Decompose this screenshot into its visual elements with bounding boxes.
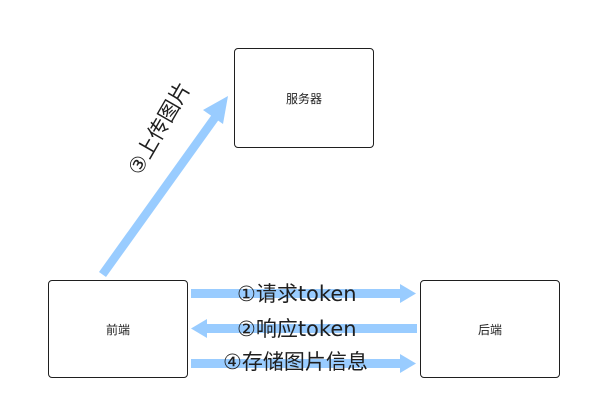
arrow-response — [191, 319, 417, 338]
node-server: 服务器 — [234, 48, 374, 148]
edge-response-label: ②响应token — [237, 317, 357, 341]
arrow-request — [191, 284, 416, 303]
arrow-store — [191, 354, 416, 373]
node-backend-label: 后端 — [477, 322, 502, 337]
edge-request-label: ①请求token — [237, 282, 357, 306]
arrow-upload — [99, 96, 228, 277]
edge-store-label: ④存储图片信息 — [223, 350, 368, 374]
node-frontend-label: 前端 — [105, 322, 130, 337]
node-server-label: 服务器 — [285, 91, 322, 106]
node-frontend: 前端 — [48, 280, 188, 378]
node-backend: 后端 — [420, 280, 560, 378]
